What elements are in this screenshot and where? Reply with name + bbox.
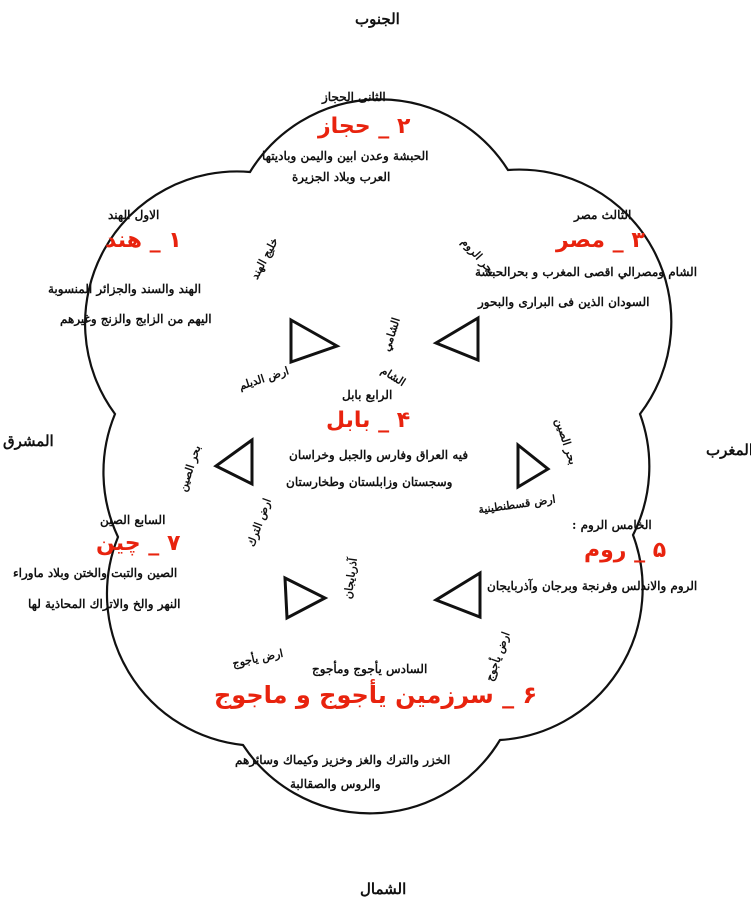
region-3-line-2: السودان الذين فی البراری والبحور: [478, 295, 650, 309]
region-2-line-2: العرب وبلاد الجزيرة: [292, 170, 391, 184]
region-1-line-2: اليهم من الزابج والزنج وغيرهم: [60, 312, 212, 326]
region-2-heading: الثانی الحجاز: [322, 90, 386, 104]
region-3-heading: الثالث مصر: [574, 208, 632, 222]
region-3-red-label: ۳ _ مصر: [556, 228, 645, 253]
direction-west: المغرب: [706, 441, 751, 459]
direction-south: الجنوب: [355, 10, 400, 28]
region-3-line-1: الشام ومصرالي اقصى المغرب و بحرالحبشة: [475, 265, 698, 279]
region-6-heading: السادس يأجوج ومأجوج: [312, 662, 428, 676]
region-6-line-1: الخزر والترك والغز وخزيز وكيماك وسائرهم: [235, 753, 451, 767]
triangle-mid-left: [213, 437, 254, 487]
region-4-heading: الرابع بابل: [342, 388, 393, 402]
direction-north: الشمال: [360, 880, 407, 898]
triangle-upper-left: [289, 317, 341, 365]
flower-outline: [84, 98, 673, 815]
region-5-line-1: الروم والاندلس وفرنجة وبرجان وآذربايجان: [487, 579, 698, 593]
region-4-red-label: ۴ _ بابل: [326, 408, 411, 433]
region-1-red-label: ۱ _ هند: [105, 228, 182, 253]
region-2-red-label: ۲ _ حجاز: [318, 114, 411, 139]
triangle-lower-right: [432, 570, 482, 620]
triangle-mid-right: [516, 441, 551, 490]
region-4-line-2: وسجستان وزابلستان وطخارستان: [286, 475, 453, 489]
region-7-heading: السابع الصين: [100, 513, 166, 527]
region-2-line-1: الحبشة وعدن ابين واليمن وباديتها: [262, 149, 429, 163]
region-1-heading: الاول الهند: [108, 208, 160, 222]
direction-east: المشرق: [3, 432, 54, 450]
triangle-lower-left: [283, 575, 329, 621]
region-1-line-1: الهند والسند والجزائر المنسوبة: [48, 282, 202, 296]
region-4-line-1: فيه العراق وفارس والجبل وخراسان: [289, 448, 469, 462]
region-6-line-2: والروس والصقالبة: [290, 777, 381, 791]
region-7-red-label: ۷ _ چين: [96, 531, 181, 556]
region-7-line-2: النهر والخ والاتراك المحاذية لها: [28, 597, 181, 611]
region-5-red-label: ۵ _ روم: [584, 538, 667, 563]
region-6-red-label: ۶ _ سرزمين يأجوج و ماجوج: [214, 681, 538, 709]
region-5-heading: الخامس الروم :: [572, 518, 652, 532]
region-7-line-1: الصين والتبت والختن وبلاد ماوراء: [13, 566, 178, 580]
triangle-upper-right: [432, 315, 480, 363]
